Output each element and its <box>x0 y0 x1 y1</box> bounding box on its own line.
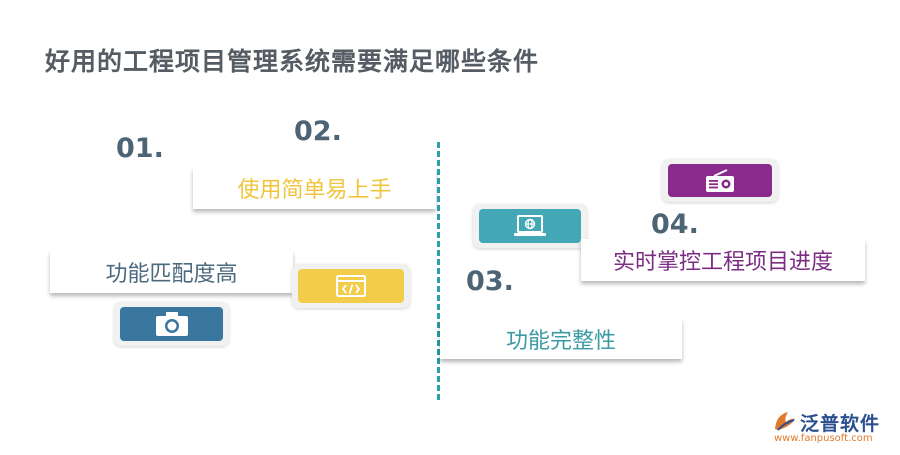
step-number-04: 04. <box>651 209 699 240</box>
feature-label-01: 功能匹配度高 <box>105 262 238 287</box>
camera-icon <box>120 307 223 341</box>
icon-tile-01 <box>114 302 229 346</box>
feature-card-04: 实时掌控工程项目进度 <box>581 239 865 281</box>
icon-tile-03 <box>473 204 587 248</box>
icon-tile-02 <box>292 264 410 308</box>
radio-icon <box>668 164 772 197</box>
step-number-02: 02. <box>294 116 342 147</box>
center-divider <box>437 142 440 400</box>
icon-tile-04 <box>662 159 778 202</box>
feature-card-02: 使用简单易上手 <box>193 167 436 209</box>
page-title: 好用的工程项目管理系统需要满足哪些条件 <box>45 47 540 76</box>
logo-mark-icon <box>772 409 798 437</box>
logo-name: 泛普软件 <box>800 413 881 435</box>
globe-laptop-icon <box>479 209 581 243</box>
feature-card-01: 功能匹配度高 <box>50 251 293 293</box>
code-window-icon <box>298 269 404 303</box>
feature-label-04: 实时掌控工程项目进度 <box>612 250 833 275</box>
brand-logo: 泛普软件 www.fanpusoft.com <box>770 407 895 447</box>
feature-card-03: 功能完整性 <box>440 318 682 359</box>
logo-url: www.fanpusoft.com <box>774 433 873 444</box>
step-number-01: 01. <box>116 133 164 164</box>
feature-label-02: 使用简单易上手 <box>237 178 392 203</box>
feature-label-03: 功能完整性 <box>505 328 616 354</box>
step-number-03: 03. <box>466 266 514 297</box>
